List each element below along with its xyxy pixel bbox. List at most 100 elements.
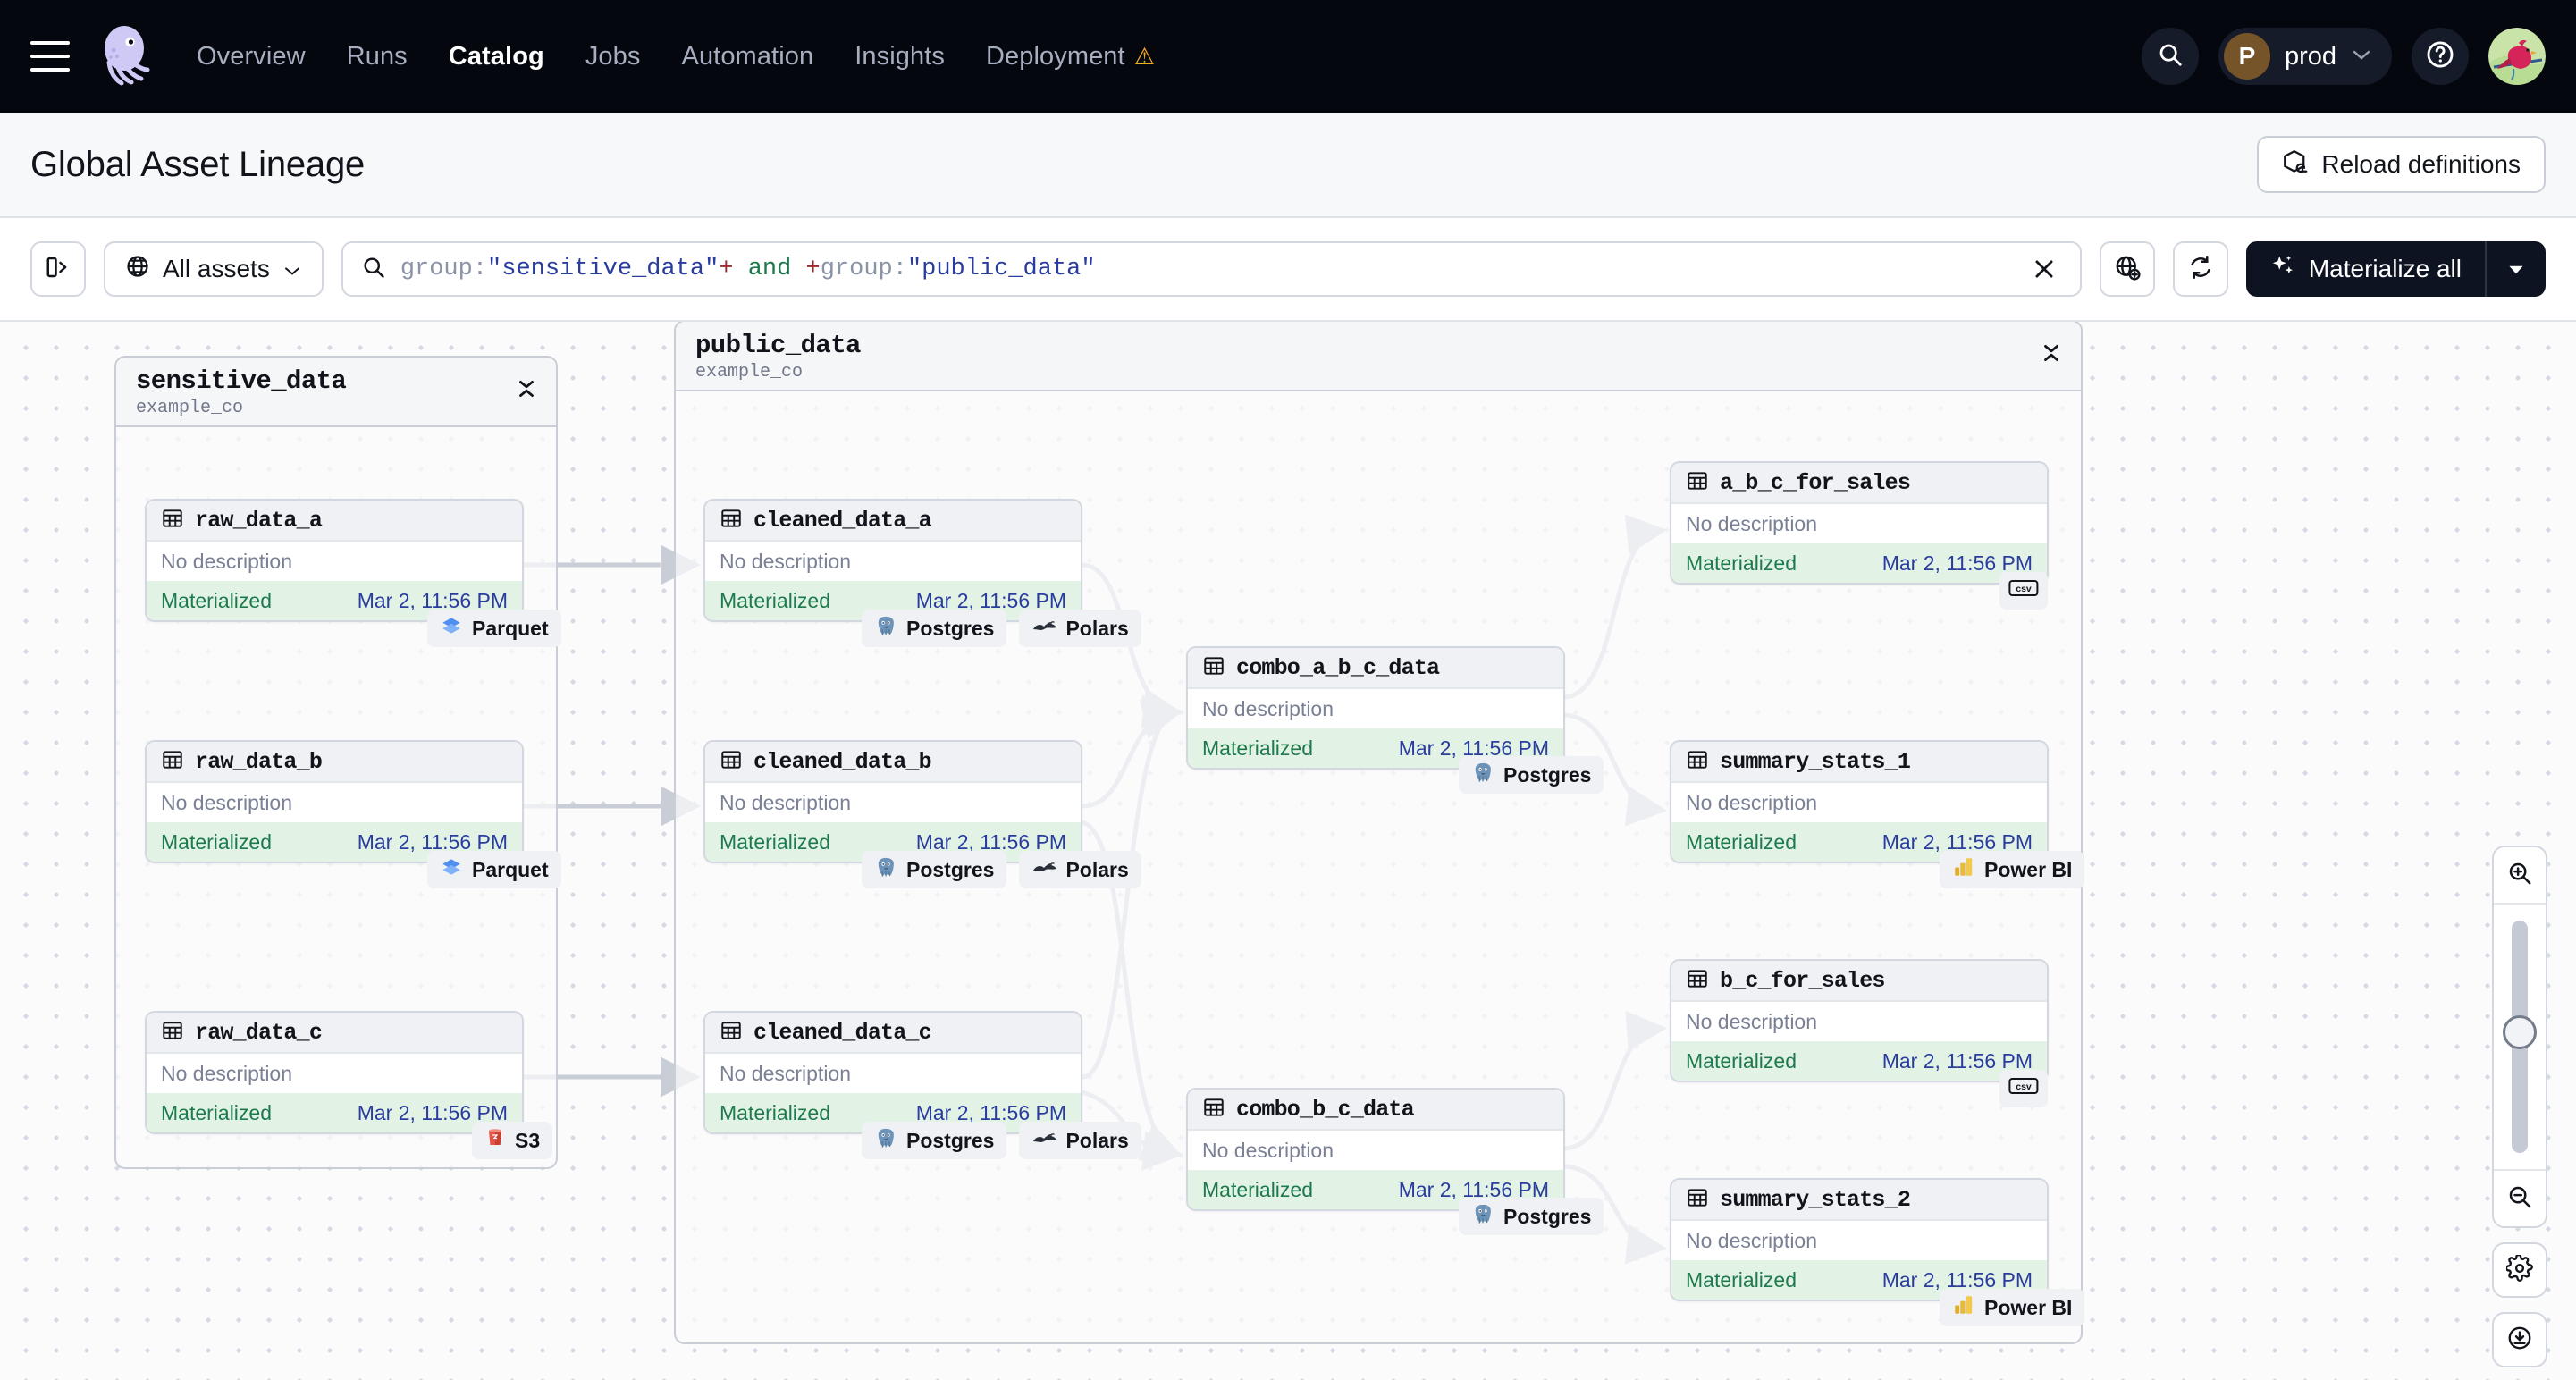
nav-link-insights[interactable]: Insights bbox=[854, 41, 945, 71]
asset-node-status: Materialized bbox=[720, 588, 830, 612]
zoom-slider[interactable] bbox=[2494, 903, 2546, 1171]
group-name: sensitive_data bbox=[136, 366, 347, 396]
kind-tag-polars[interactable]: Polars bbox=[1019, 610, 1141, 647]
kind-tag-power-bi[interactable]: Power BI bbox=[1940, 1289, 2085, 1326]
group-collapse-icon[interactable] bbox=[2040, 341, 2063, 365]
primary-nav-links: Overview Runs Catalog Jobs Automation In… bbox=[197, 42, 1155, 72]
nav-link-catalog[interactable]: Catalog bbox=[448, 41, 544, 71]
materialize-dropdown-button[interactable] bbox=[2487, 261, 2546, 277]
lineage-graph-canvas[interactable]: sensitive_data example_co public_data ex… bbox=[0, 322, 2576, 1380]
zoom-slider-handle[interactable] bbox=[2503, 1015, 2537, 1049]
hamburger-menu-icon[interactable] bbox=[30, 41, 70, 72]
polars-icon bbox=[1031, 857, 1057, 882]
zoom-out-button[interactable] bbox=[2494, 1171, 2546, 1226]
asset-node-timestamp: Mar 2, 11:56 PM bbox=[357, 588, 508, 612]
refresh-button[interactable] bbox=[2172, 241, 2228, 297]
nav-link-overview[interactable]: Overview bbox=[197, 41, 306, 71]
asset-filter-button[interactable]: All assets bbox=[104, 241, 324, 297]
asset-node-header: raw_data_a bbox=[147, 501, 522, 542]
kind-tag-polars[interactable]: Polars bbox=[1019, 851, 1141, 888]
reload-definitions-button[interactable]: Reload definitions bbox=[2257, 136, 2546, 193]
asset-node-timestamp: Mar 2, 11:56 PM bbox=[1398, 1177, 1549, 1201]
asset-node-description: No description bbox=[147, 1054, 522, 1093]
kind-tag-postgres[interactable]: Postgres bbox=[1459, 756, 1604, 794]
global-search-button[interactable] bbox=[2141, 28, 2199, 85]
nav-link-jobs[interactable]: Jobs bbox=[585, 41, 641, 71]
nav-link-automation[interactable]: Automation bbox=[681, 41, 814, 71]
query-token-string: "sensitive_data" bbox=[487, 256, 720, 282]
asset-kind-tags-raw_data_c: S3 bbox=[472, 1122, 553, 1159]
materialize-all-label-group[interactable]: Materialize all bbox=[2246, 253, 2485, 286]
dagster-logo[interactable] bbox=[98, 25, 156, 88]
query-text: group:"sensitive_data"+ and +group:"publ… bbox=[400, 256, 1096, 282]
nav-link-runs[interactable]: Runs bbox=[346, 41, 408, 71]
asset-node-header: b_c_for_sales bbox=[1671, 961, 2047, 1002]
query-token-and: and bbox=[733, 256, 806, 282]
kind-tag-csv[interactable]: csv bbox=[1999, 572, 2048, 610]
asset-node-header: raw_data_b bbox=[147, 742, 522, 783]
kind-tag-polars[interactable]: Polars bbox=[1019, 1122, 1141, 1159]
nav-link-deployment-label: Deployment bbox=[985, 41, 1125, 71]
help-button[interactable] bbox=[2412, 28, 2469, 85]
kind-tag-power-bi[interactable]: Power BI bbox=[1940, 851, 2085, 888]
nav-link-deployment[interactable]: Deployment ⚠ bbox=[986, 42, 1155, 72]
download-center-icon bbox=[2506, 1325, 2533, 1356]
kind-tag-label: Parquet bbox=[472, 857, 549, 881]
asset-node-name: raw_data_b bbox=[195, 748, 323, 775]
group-code-location: example_co bbox=[695, 362, 804, 383]
table-icon bbox=[1686, 469, 1709, 497]
kind-tag-s3[interactable]: S3 bbox=[472, 1122, 553, 1159]
asset-node-status: Materialized bbox=[720, 1100, 830, 1124]
page-header: Global Asset Lineage Reload definitions bbox=[0, 113, 2576, 218]
kind-tag-parquet[interactable]: Parquet bbox=[427, 610, 561, 647]
kind-tag-csv[interactable]: csv bbox=[1999, 1070, 2048, 1107]
zoom-in-button[interactable] bbox=[2494, 847, 2546, 903]
deployment-selector[interactable]: P prod bbox=[2218, 28, 2392, 85]
kind-tag-postgres[interactable]: Postgres bbox=[862, 610, 1007, 647]
materialize-all-button[interactable]: Materialize all bbox=[2245, 241, 2546, 297]
globe-add-button[interactable] bbox=[2099, 241, 2155, 297]
group-collapse-icon[interactable] bbox=[515, 377, 538, 400]
group-code-location: example_co bbox=[136, 398, 244, 418]
user-avatar[interactable] bbox=[2488, 28, 2546, 85]
asset-node-header: a_b_c_for_sales bbox=[1671, 463, 2047, 504]
kind-tag-postgres[interactable]: Postgres bbox=[1459, 1198, 1604, 1235]
sidebar-toggle-button[interactable] bbox=[30, 241, 86, 297]
deployment-name: prod bbox=[2284, 41, 2336, 71]
clear-query-button[interactable] bbox=[2026, 251, 2062, 287]
search-icon bbox=[361, 255, 386, 284]
zoom-slider-stack bbox=[2492, 846, 2547, 1228]
table-icon bbox=[161, 1019, 184, 1047]
query-token-key: group: bbox=[400, 256, 488, 282]
asset-node-timestamp: Mar 2, 11:56 PM bbox=[1881, 1267, 2033, 1292]
asset-node-name: combo_b_c_data bbox=[1236, 1096, 1415, 1123]
kind-tag-parquet[interactable]: Parquet bbox=[427, 851, 561, 888]
kind-tag-postgres[interactable]: Postgres bbox=[862, 1122, 1007, 1159]
question-mark-icon bbox=[2425, 39, 2455, 74]
kind-tag-label: Polars bbox=[1065, 857, 1129, 881]
lineage-query-input[interactable]: group:"sensitive_data"+ and +group:"publ… bbox=[341, 241, 2082, 297]
asset-kind-tags-combo_b_c_data: Postgres bbox=[1459, 1198, 1604, 1235]
kind-tag-label: Postgres bbox=[1503, 1204, 1592, 1228]
polars-icon bbox=[1031, 1128, 1057, 1153]
kind-tag-postgres[interactable]: Postgres bbox=[862, 851, 1007, 888]
fit-to-screen-button[interactable] bbox=[2492, 1312, 2547, 1367]
kind-tag-label: Power BI bbox=[1984, 1295, 2073, 1319]
asset-node-timestamp: Mar 2, 11:56 PM bbox=[357, 1100, 508, 1124]
table-icon bbox=[720, 1019, 743, 1047]
graph-settings-button[interactable] bbox=[2492, 1242, 2547, 1298]
